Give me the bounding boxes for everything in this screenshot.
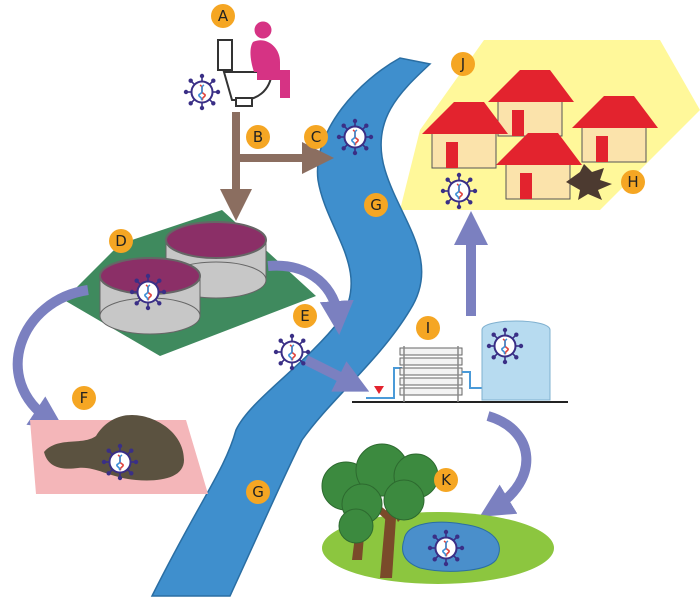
svg-text:J: J [460,55,465,73]
svg-text:F: F [80,389,89,407]
label-a: A [211,4,235,28]
label-k: K [434,468,458,492]
label-g-upper: G [364,193,388,217]
svg-text:I: I [426,319,430,337]
svg-text:K: K [441,471,452,489]
virus-icon-pond [426,528,466,568]
svg-text:C: C [311,128,321,146]
flow-arrow-to-sludge [12,285,89,430]
label-d: D [109,229,133,253]
label-b: B [246,125,270,149]
virus-icon-river-e [272,332,312,372]
virus-icon-village [439,171,479,211]
explosion-icon [566,164,612,200]
svg-text:G: G [252,483,264,501]
person-icon [250,21,290,98]
treatment-tanks [64,210,316,356]
virus-icon-source [182,72,222,112]
svg-text:A: A [218,7,229,25]
flow-arrow-to-plant [303,355,370,392]
label-c: C [304,125,328,149]
svg-text:B: B [253,128,263,146]
virus-icon-sludge [100,442,140,482]
svg-text:E: E [300,307,309,325]
virus-icon-tank [128,272,168,312]
label-g-lower: G [246,480,270,504]
river [150,57,432,597]
label-i: I [416,316,440,340]
virus-icon-river-c [335,117,375,157]
svg-text:H: H [627,173,638,191]
label-j: J [451,52,475,76]
tree-icon [321,443,439,578]
label-h: H [621,170,645,194]
virus-icon-plant [485,326,525,366]
flow-arrow-to-river [267,260,354,335]
svg-text:G: G [370,196,382,214]
label-f: F [72,386,96,410]
flow-arrow-to-pond [479,411,532,517]
svg-text:D: D [115,232,127,250]
label-e: E [293,304,317,328]
